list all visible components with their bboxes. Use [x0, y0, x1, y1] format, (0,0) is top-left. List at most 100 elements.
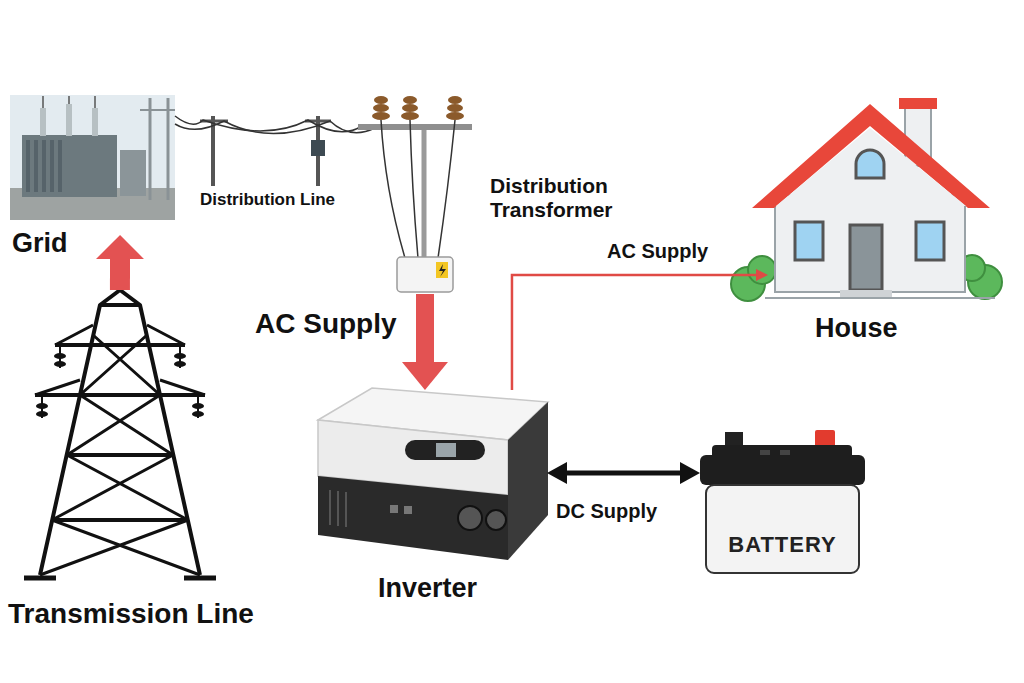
gable-window: [856, 150, 884, 178]
distribution-line-label: Distribution Line: [200, 190, 335, 210]
ac-supply-line: [512, 275, 756, 390]
house-illustration: [731, 98, 1002, 301]
substation-photo: [10, 95, 175, 220]
inverter-side: [508, 402, 548, 560]
window: [795, 222, 823, 260]
wire: [381, 120, 405, 258]
insulator: [54, 361, 66, 367]
distribution-line: [175, 96, 472, 292]
wire: [175, 121, 375, 134]
grid-node: Grid: [10, 95, 175, 235]
radiator-fin: [58, 140, 62, 192]
tower-arms: [35, 305, 205, 520]
battery-illustration: [700, 430, 865, 573]
wire: [410, 120, 418, 258]
bushing: [92, 108, 98, 136]
battery-body: [706, 485, 859, 573]
house-node: House: [768, 98, 1000, 300]
node-label: Distribution Transformer: [490, 174, 665, 222]
grid-feed-arrow: [110, 259, 130, 290]
display-panel: [405, 440, 485, 460]
insulator: [447, 104, 463, 112]
node-label: House: [815, 313, 898, 344]
sky: [10, 95, 175, 220]
vent-cap: [780, 450, 790, 455]
steel-frame: [167, 98, 170, 200]
busbar: [68, 96, 70, 104]
display-screen: [436, 443, 456, 457]
dc-supply-arrow: [567, 470, 680, 475]
busbar: [94, 96, 96, 108]
transformer-box: [397, 257, 453, 292]
window: [916, 222, 944, 260]
inverter-illustration: [318, 388, 548, 560]
edge-label: DC Supply: [556, 500, 657, 523]
battery-node: BATTERY: [700, 430, 865, 575]
battery-lid: [700, 455, 865, 485]
node-label: Inverter: [378, 573, 477, 604]
ac-supply-arrow: [416, 294, 434, 362]
vent: [337, 491, 339, 526]
step: [840, 290, 892, 297]
node-label: BATTERY: [700, 532, 865, 557]
insulator: [372, 112, 390, 120]
gable: [776, 128, 966, 206]
bush: [748, 256, 776, 284]
door: [850, 225, 882, 290]
tower-bracing: [40, 335, 200, 575]
steel-frame: [140, 109, 175, 111]
node-label: Grid: [12, 228, 68, 259]
transformer-tank: [22, 135, 117, 197]
radiator-fin: [42, 140, 46, 192]
fan: [458, 506, 482, 530]
insulator: [36, 411, 48, 417]
insulator: [54, 353, 66, 359]
tower-legs: [40, 290, 200, 575]
port: [404, 506, 412, 514]
steel-frame: [149, 98, 152, 200]
node-label: Transmission Line: [8, 598, 254, 630]
transmission-tower: [24, 290, 216, 578]
radiator-fin: [50, 140, 54, 192]
pole-box: [311, 140, 325, 156]
insulator: [174, 353, 186, 359]
bushing: [40, 108, 46, 136]
cabinet: [120, 150, 146, 196]
tower-foot: [24, 576, 216, 581]
tower-insulators: [36, 353, 204, 417]
vent: [329, 490, 331, 525]
busbar: [42, 96, 44, 108]
insulator: [374, 96, 388, 104]
roof: [752, 104, 990, 208]
insulator: [192, 403, 204, 409]
radiator-fin: [26, 140, 30, 192]
edge-label: AC Supply: [255, 308, 397, 340]
insulator: [373, 104, 389, 112]
insulator: [402, 104, 418, 112]
insulator: [36, 403, 48, 409]
fan: [486, 510, 506, 530]
inverter-node: Inverter: [315, 390, 547, 560]
radiator-fin: [34, 140, 38, 192]
pole: [422, 130, 427, 262]
insulator: [448, 96, 462, 104]
edge-label: AC Supply: [607, 240, 708, 263]
insulator: [403, 96, 417, 104]
vent: [345, 492, 347, 527]
insulator: [446, 112, 464, 120]
insulator: [401, 112, 419, 120]
insulator: [192, 411, 204, 417]
port: [390, 505, 398, 513]
ground-line: [765, 297, 995, 299]
wire: [438, 120, 455, 258]
warning-sign: [436, 262, 448, 278]
house-wall: [775, 195, 965, 292]
chimney-cap: [899, 98, 937, 109]
transformer-node: Distribution Transformer: [395, 256, 455, 294]
insulator-string: [42, 345, 198, 418]
vent-cap: [760, 450, 770, 455]
bushing: [66, 104, 72, 136]
lightning-symbol: [439, 264, 446, 277]
tower-node: Transmission Line: [30, 290, 205, 580]
